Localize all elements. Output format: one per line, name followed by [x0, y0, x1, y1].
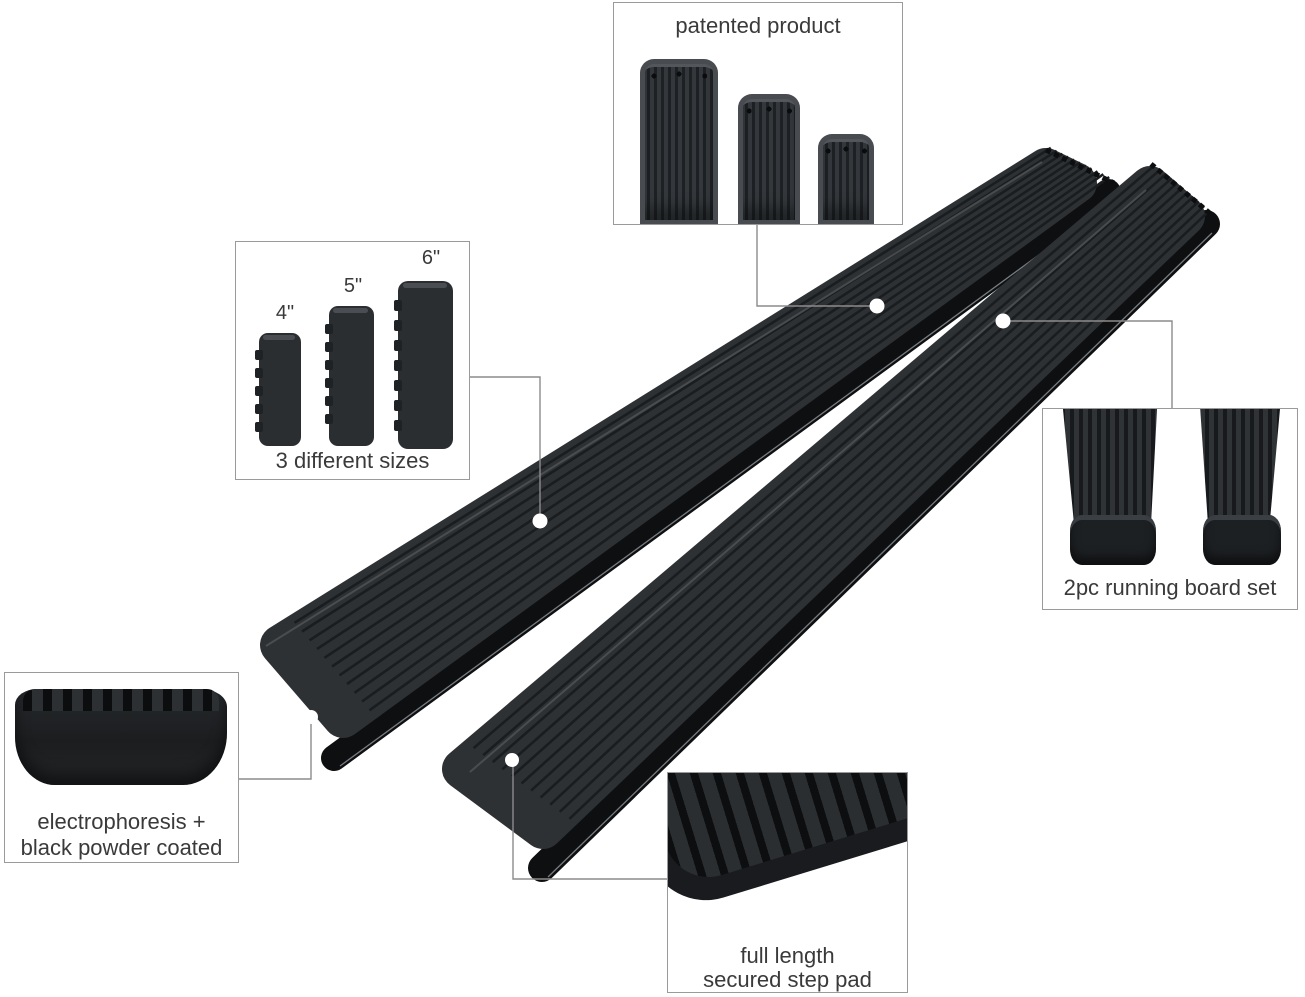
board-end-ribs: [23, 689, 219, 711]
steppad-label-line1: full length: [740, 943, 835, 968]
sizes-label: 3 different sizes: [275, 448, 430, 473]
leader-coating: [239, 717, 312, 780]
set-board-left: [1062, 409, 1158, 521]
set-board-left-endcap: [1070, 515, 1156, 565]
board-upper-sidewall: [321, 179, 1121, 771]
set-board-right-endcap: [1203, 515, 1281, 565]
board-upper-bottom-edge: [339, 199, 1115, 767]
marker-set: [995, 313, 1011, 329]
board-upper-top-edge: [265, 161, 1043, 647]
callout-2pc-set: 2pc running board set: [1042, 408, 1298, 610]
callout-leader-lines: [239, 225, 1173, 880]
size-pad-4in: [255, 333, 301, 446]
size-label-5in: 5": [343, 275, 363, 297]
board-upper-rib-lines: [293, 146, 1110, 712]
step-pad-small: [818, 134, 874, 224]
board-lower-rib-lines: [472, 163, 1211, 820]
board-lower-end-serration: [1149, 162, 1214, 217]
callout-patented-product: patented product: [613, 2, 903, 225]
size-label-6in: 6": [421, 247, 441, 269]
size-pad-6in: [394, 281, 453, 449]
callout-coating: electrophoresis + black powder coated: [4, 672, 239, 863]
coating-label-line1: electrophoresis +: [37, 809, 206, 834]
set-board-right: [1200, 409, 1280, 521]
leader-sizes: [470, 376, 541, 521]
size-pad-5in: [325, 306, 374, 446]
leader-steppad: [512, 760, 667, 880]
leader-set: [1003, 320, 1173, 408]
size-comparison-illustration: [255, 281, 453, 449]
step-pad-closeup-ribs: [668, 773, 907, 889]
marker-coating: [304, 710, 318, 724]
board-end-view: [15, 689, 227, 785]
board-upper-end-serration: [1044, 147, 1116, 186]
step-pad-closeup-frame: [668, 773, 907, 916]
callout-3-sizes: 4" 5" 6": [235, 241, 470, 480]
leader-patented: [756, 225, 877, 307]
coating-label-line2: black powder coated: [20, 835, 223, 860]
marker-patented: [869, 298, 885, 314]
callout-step-pad: full length secured step pad: [667, 772, 908, 993]
step-pad-medium: [738, 94, 800, 224]
step-pad-large: [640, 59, 718, 224]
patented-product-label: patented product: [675, 13, 841, 38]
board-lower-bottom-edge: [547, 232, 1213, 878]
board-lower-sidewall: [528, 210, 1220, 882]
marker-sizes: [532, 513, 548, 529]
steppad-label-line2: secured step pad: [703, 967, 872, 992]
set-label: 2pc running board set: [1063, 575, 1277, 600]
running-board-lower: [442, 162, 1220, 882]
marker-dots: [304, 298, 1011, 767]
marker-steppad: [505, 753, 519, 767]
size-label-4in: 4": [275, 302, 295, 324]
board-lower-top-edge: [469, 189, 1147, 773]
